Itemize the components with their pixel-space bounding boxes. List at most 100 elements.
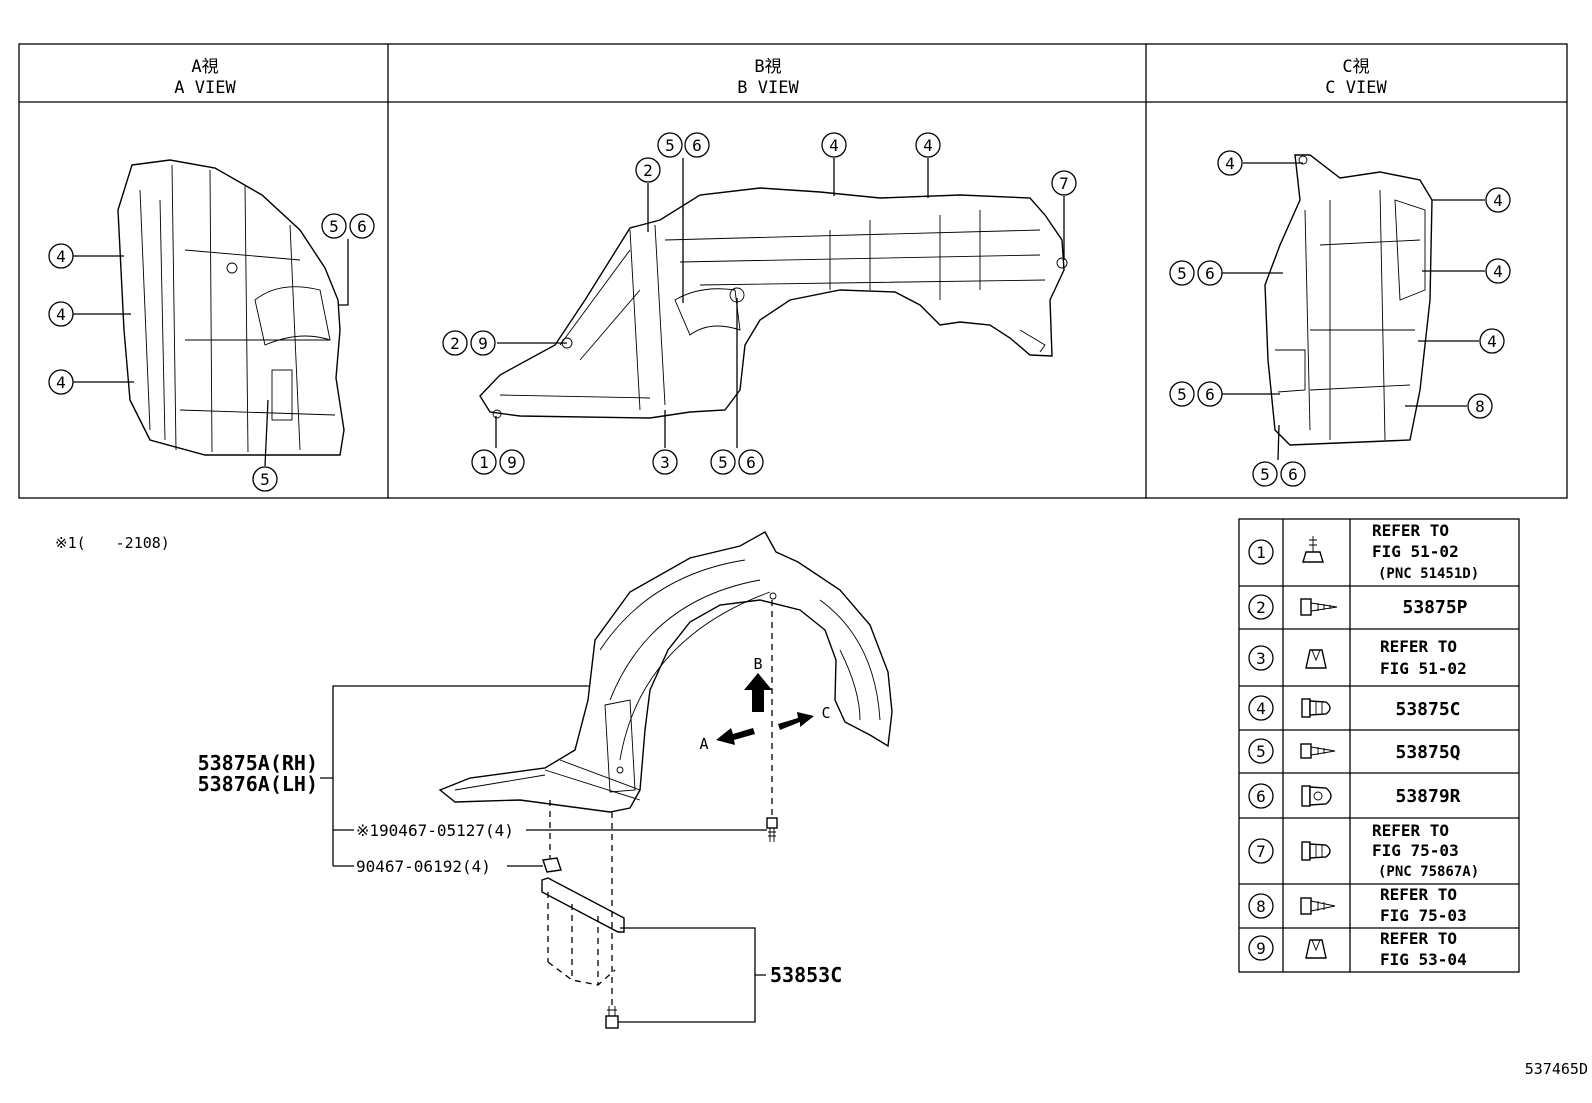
legend-text: REFER TO: [1380, 929, 1457, 948]
callout: 4: [915, 132, 941, 158]
legend-text: 53879R: [1395, 786, 1460, 807]
view-a-title-en: A VIEW: [174, 78, 236, 98]
view-b-leaders: [495, 158, 1065, 448]
legend-text: 53875Q: [1395, 742, 1460, 763]
clip-part-number: 90467-06192(4): [356, 857, 491, 876]
callout-number: 4: [1493, 262, 1503, 281]
push-rivet-icon: [1301, 785, 1332, 807]
callout-number: 8: [1475, 397, 1485, 416]
callout-number: 4: [923, 136, 933, 155]
callout: 4: [48, 369, 74, 395]
legend-text: FIG 53-04: [1380, 950, 1467, 969]
legend-number: 6: [1256, 787, 1266, 806]
legend-row-2: 2 53875P: [1248, 594, 1468, 620]
view-b-title-en: B VIEW: [737, 78, 799, 98]
part-label-rh: 53875A(RH): [198, 751, 318, 775]
callout: 4: [1217, 150, 1243, 176]
callout-number: 9: [507, 453, 517, 472]
callout: 2: [635, 157, 661, 183]
callout-number: 5: [665, 136, 675, 155]
view-c-title-en: C VIEW: [1325, 78, 1387, 98]
screw-part: [766, 817, 778, 842]
bolt-icon: [1302, 536, 1324, 563]
callout-number: 1: [479, 453, 489, 472]
legend-text: FIG 75-03: [1372, 841, 1459, 860]
callout-number: 5: [718, 453, 728, 472]
view-b-callouts: 5 6 4 4 2 7 2 9 1 9 3 5 6: [442, 132, 1077, 475]
legend-text: FIG 51-02: [1380, 659, 1467, 678]
callout-number: 7: [1059, 174, 1069, 193]
view-a-callouts: 4 4 4 5 6 5: [48, 213, 375, 492]
callout: 4: [1485, 258, 1511, 284]
screw-part-number: ※190467-05127(4): [356, 821, 514, 840]
callout-number: 5: [329, 217, 339, 236]
legend-text: FIG 51-02: [1372, 542, 1459, 561]
view-c-leaders: [1222, 162, 1485, 461]
view-a-title-jp: A視: [191, 57, 218, 77]
legend-number: 1: [1256, 543, 1266, 562]
callout-number: 3: [660, 453, 670, 472]
legend-text: REFER TO: [1372, 521, 1449, 540]
view-c-liner-drawing: [1264, 154, 1433, 446]
legend-row-1: 1 REFER TO FIG 51-02 (PNC 51451D): [1248, 521, 1479, 582]
view-a-liner-drawing: [117, 159, 345, 456]
legend-number: 3: [1256, 649, 1266, 668]
legend-text: REFER TO: [1380, 637, 1457, 656]
callout-number: 4: [1487, 332, 1497, 351]
screw-icon: [1300, 897, 1336, 915]
callout-number: 6: [692, 136, 702, 155]
legend-number: 8: [1256, 897, 1266, 916]
callout: 5: [321, 213, 347, 239]
legend-row-8: 8 REFER TO FIG 75-03: [1248, 885, 1467, 925]
push-rivet-icon: [1301, 698, 1331, 718]
callout-number: 4: [56, 305, 66, 324]
fender-liner-drawing: [438, 531, 893, 813]
screw-icon: [1300, 743, 1336, 759]
callout: 8: [1467, 393, 1493, 419]
clip-part: [542, 857, 562, 873]
callout-number: 6: [357, 217, 367, 236]
main-leaders: [320, 600, 773, 1023]
callout-number: 4: [56, 373, 66, 392]
callout: 6: [1197, 381, 1223, 407]
legend-row-7: 7 REFER TO FIG 75-03 (PNC 75867A): [1248, 821, 1479, 880]
callout-number: 6: [1288, 465, 1298, 484]
legend-row-9: 9 REFER TO FIG 53-04: [1248, 929, 1467, 969]
view-c-callouts: 4 4 5 6 4 4 5 6 8 5 6: [1169, 150, 1511, 487]
views-frame: [18, 43, 1568, 499]
legend-number: 4: [1256, 699, 1266, 718]
callout-number: 6: [1205, 264, 1215, 283]
legend-row-4: 4 53875C: [1248, 695, 1461, 721]
clip-icon: [1305, 939, 1327, 959]
arrow-a-label: A: [699, 735, 708, 753]
arrow-c: C: [778, 704, 831, 730]
note-text: ※1( -2108): [55, 534, 170, 552]
view-b-title-jp: B視: [754, 57, 781, 77]
callout: 1: [471, 449, 497, 475]
callout: 5: [1252, 461, 1278, 487]
legend-text: (PNC 51451D): [1378, 566, 1479, 582]
clip-icon: [1305, 649, 1327, 669]
callout-number: 2: [643, 161, 653, 180]
push-rivet-icon: [1301, 841, 1331, 861]
legend-text: REFER TO: [1372, 821, 1449, 840]
view-b-header: B視 B VIEW: [737, 57, 799, 98]
callout: 4: [48, 243, 74, 269]
callout: 9: [470, 330, 496, 356]
callout: 6: [684, 132, 710, 158]
part-label-lh: 53876A(LH): [198, 772, 318, 796]
arrow-b: B: [744, 655, 772, 712]
callout-number: 4: [829, 136, 839, 155]
callout: 5: [710, 449, 736, 475]
view-b-liner-drawing: [479, 187, 1068, 419]
callout: 6: [1197, 260, 1223, 286]
arrow-a: A: [699, 728, 755, 753]
callout-number: 5: [260, 470, 270, 489]
view-a-leaders: [73, 239, 349, 467]
callout: 6: [349, 213, 375, 239]
figure-id: 537465D: [1525, 1060, 1588, 1078]
fastener-legend-table: [1238, 518, 1520, 973]
callout: 6: [738, 449, 764, 475]
callout: 4: [821, 132, 847, 158]
